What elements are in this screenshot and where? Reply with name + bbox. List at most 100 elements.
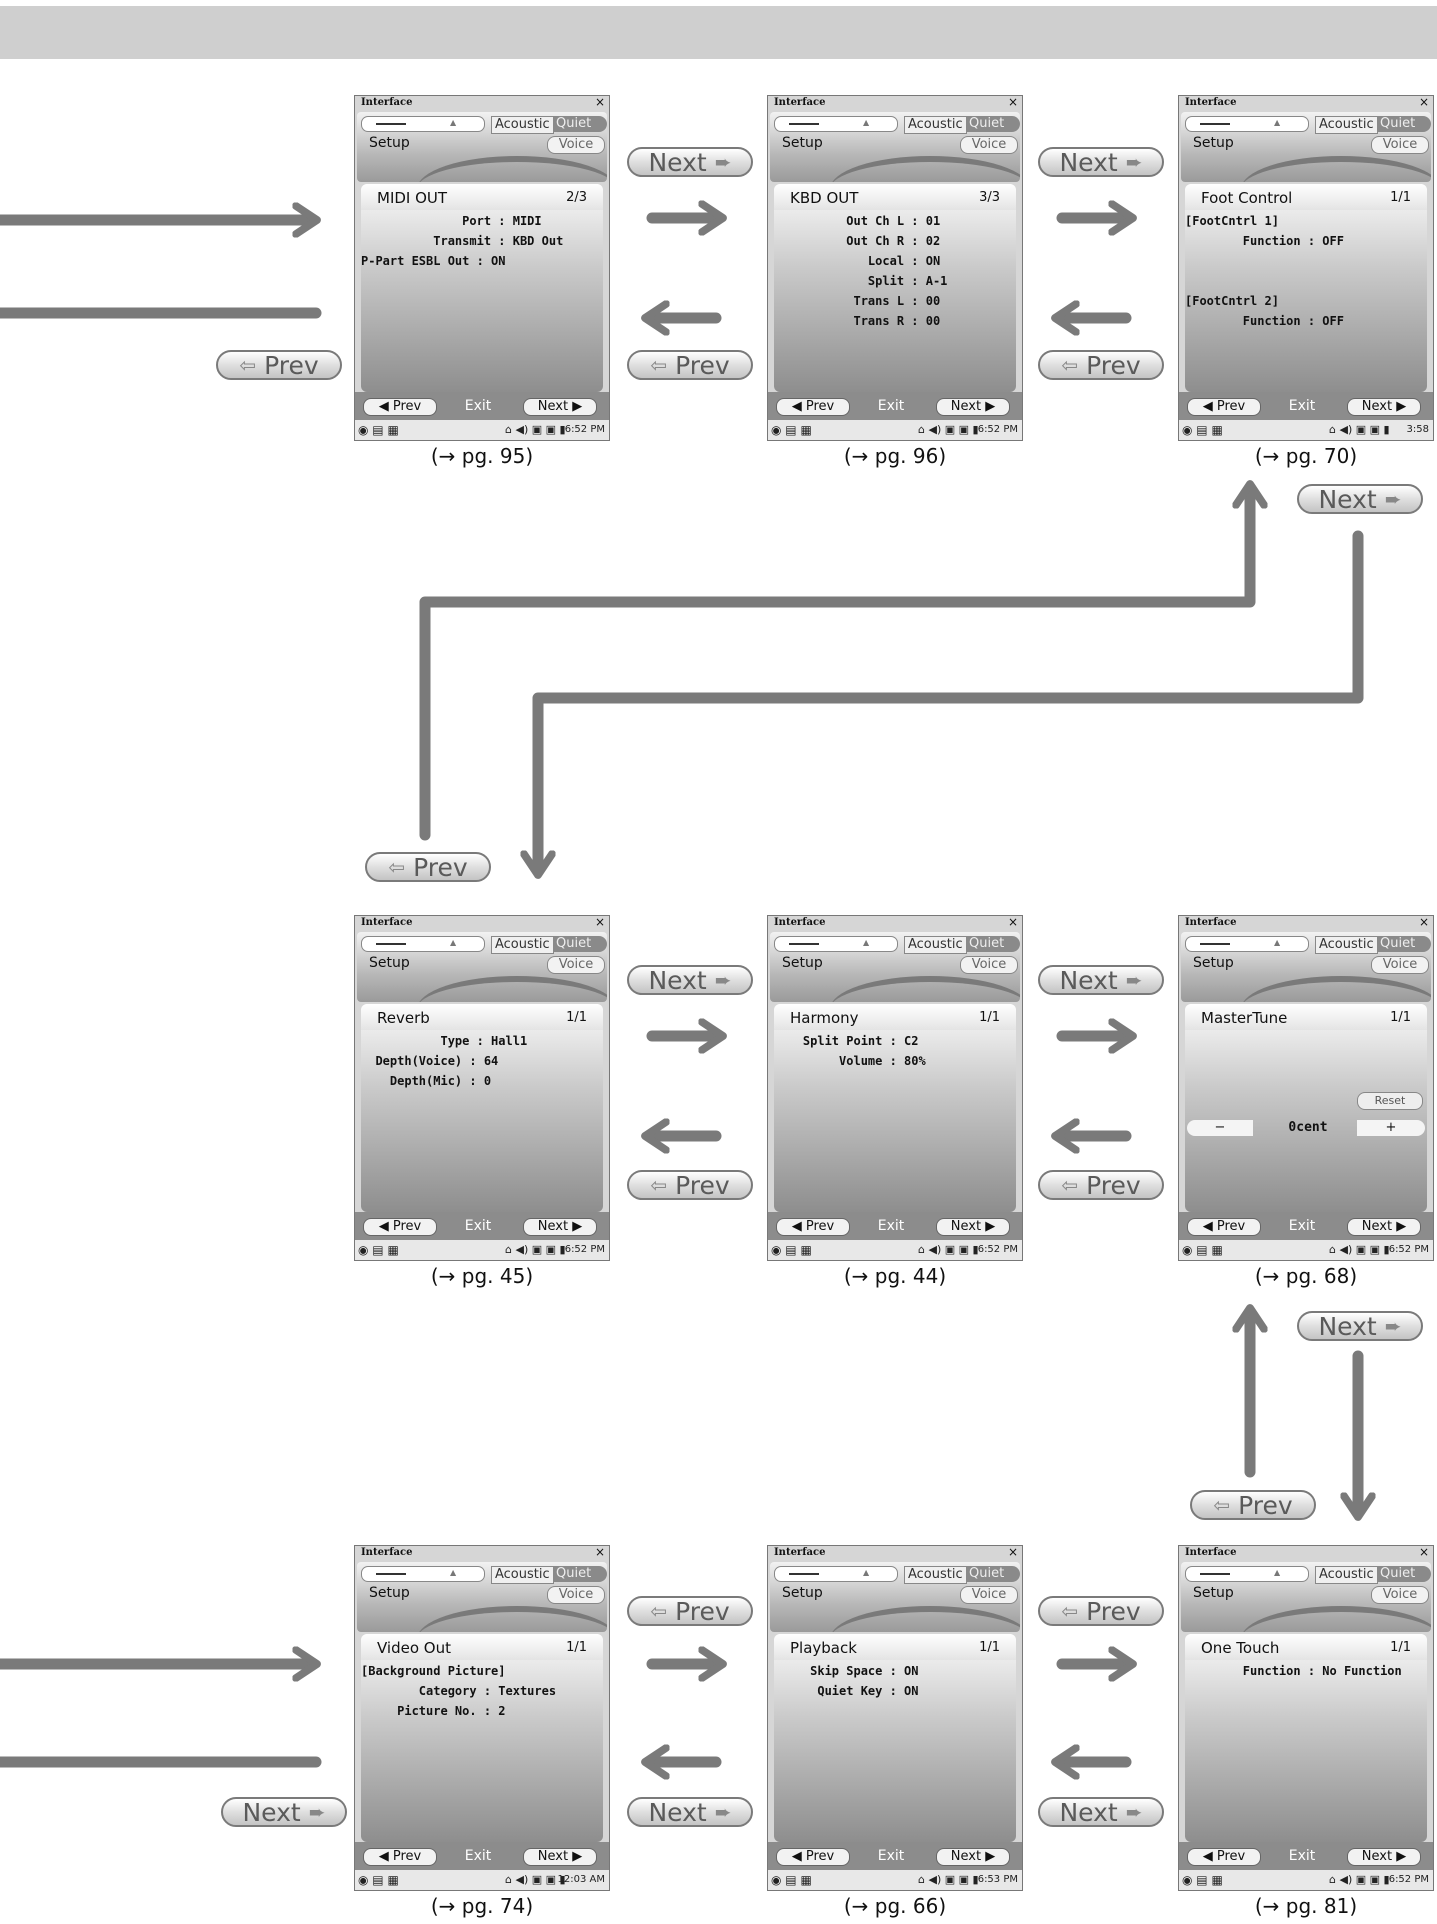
close-icon[interactable]: × [1007,1545,1018,1559]
quiet-button[interactable]: Quiet [966,936,1020,952]
next-button[interactable]: Next ▶ [1347,398,1421,416]
close-icon[interactable]: × [594,915,605,929]
minus-button[interactable]: − [1187,1120,1253,1136]
close-icon[interactable]: × [1007,95,1018,109]
prev-button[interactable]: ◀ Prev [1187,1218,1261,1236]
voice-button[interactable]: Voice [547,956,605,974]
prev-button[interactable]: ◀ Prev [776,1218,850,1236]
next-nav-button[interactable]: Next➨ [627,1797,753,1827]
volume-slider[interactable]: ▲ [361,116,485,132]
volume-slider[interactable]: ▲ [1185,936,1309,952]
prev-button[interactable]: ◀ Prev [776,1848,850,1866]
next-nav-button[interactable]: Next➨ [627,147,753,177]
voice-button[interactable]: Voice [960,956,1018,974]
next-button[interactable]: Next ▶ [523,1848,597,1866]
prev-nav-button[interactable]: ⇦Prev [1038,1170,1164,1200]
exit-button[interactable]: Exit [877,1848,905,1864]
exit-button[interactable]: Exit [877,1218,905,1234]
prev-nav-button[interactable]: ⇦Prev [1038,350,1164,380]
quiet-button[interactable]: Quiet [966,116,1020,132]
quiet-button[interactable]: Quiet [553,1566,607,1582]
start-icon[interactable]: ◉ ▤ ▦ [771,423,812,437]
reset-button[interactable]: Reset [1357,1092,1423,1110]
next-button[interactable]: Next ▶ [936,398,1010,416]
voice-button[interactable]: Voice [547,136,605,154]
voice-button[interactable]: Voice [960,1586,1018,1604]
prev-button[interactable]: ◀ Prev [363,398,437,416]
prev-nav-button[interactable]: ⇦Prev [365,852,491,882]
acoustic-button[interactable]: Acoustic [491,1566,554,1584]
exit-button[interactable]: Exit [464,1848,492,1864]
acoustic-button[interactable]: Acoustic [1315,936,1378,954]
quiet-button[interactable]: Quiet [1377,1566,1431,1582]
exit-button[interactable]: Exit [1288,1848,1316,1864]
voice-button[interactable]: Voice [1371,956,1429,974]
voice-button[interactable]: Voice [547,1586,605,1604]
exit-button[interactable]: Exit [464,398,492,414]
next-button[interactable]: Next ▶ [1347,1848,1421,1866]
exit-button[interactable]: Exit [877,398,905,414]
prev-nav-button[interactable]: ⇦Prev [627,350,753,380]
prev-button[interactable]: ◀ Prev [363,1218,437,1236]
prev-button[interactable]: ◀ Prev [776,398,850,416]
exit-button[interactable]: Exit [1288,1218,1316,1234]
next-nav-button[interactable]: Next➨ [1038,147,1164,177]
acoustic-button[interactable]: Acoustic [904,116,967,134]
next-button[interactable]: Next ▶ [936,1218,1010,1236]
next-button[interactable]: Next ▶ [523,398,597,416]
next-button[interactable]: Next ▶ [1347,1218,1421,1236]
start-icon[interactable]: ◉ ▤ ▦ [358,423,399,437]
acoustic-button[interactable]: Acoustic [491,116,554,134]
acoustic-button[interactable]: Acoustic [491,936,554,954]
next-button[interactable]: Next ▶ [523,1218,597,1236]
start-icon[interactable]: ◉ ▤ ▦ [1182,423,1223,437]
acoustic-button[interactable]: Acoustic [904,936,967,954]
volume-slider[interactable]: ▲ [361,1566,485,1582]
close-icon[interactable]: × [594,1545,605,1559]
prev-button[interactable]: ◀ Prev [1187,398,1261,416]
close-icon[interactable]: × [594,95,605,109]
start-icon[interactable]: ◉ ▤ ▦ [771,1873,812,1887]
close-icon[interactable]: × [1418,95,1429,109]
next-button[interactable]: Next ▶ [936,1848,1010,1866]
start-icon[interactable]: ◉ ▤ ▦ [1182,1873,1223,1887]
volume-slider[interactable]: ▲ [1185,116,1309,132]
quiet-button[interactable]: Quiet [553,116,607,132]
next-nav-button[interactable]: Next➨ [221,1797,347,1827]
quiet-button[interactable]: Quiet [553,936,607,952]
prev-nav-button[interactable]: ⇦Prev [216,350,342,380]
start-icon[interactable]: ◉ ▤ ▦ [358,1873,399,1887]
quiet-button[interactable]: Quiet [1377,936,1431,952]
next-nav-button[interactable]: Next➨ [627,965,753,995]
next-nav-button[interactable]: Next➨ [1297,1311,1423,1341]
volume-slider[interactable]: ▲ [1185,1566,1309,1582]
prev-nav-button[interactable]: ⇦Prev [1038,1596,1164,1626]
volume-slider[interactable]: ▲ [774,116,898,132]
volume-slider[interactable]: ▲ [361,936,485,952]
next-nav-button[interactable]: Next➨ [1038,1797,1164,1827]
close-icon[interactable]: × [1418,915,1429,929]
volume-slider[interactable]: ▲ [774,1566,898,1582]
voice-button[interactable]: Voice [1371,1586,1429,1604]
start-icon[interactable]: ◉ ▤ ▦ [1182,1243,1223,1257]
prev-button[interactable]: ◀ Prev [1187,1848,1261,1866]
prev-nav-button[interactable]: ⇦Prev [1190,1490,1316,1520]
exit-button[interactable]: Exit [1288,398,1316,414]
quiet-button[interactable]: Quiet [966,1566,1020,1582]
acoustic-button[interactable]: Acoustic [904,1566,967,1584]
plus-button[interactable]: + [1357,1120,1425,1136]
close-icon[interactable]: × [1007,915,1018,929]
prev-nav-button[interactable]: ⇦Prev [627,1596,753,1626]
start-icon[interactable]: ◉ ▤ ▦ [358,1243,399,1257]
prev-nav-button[interactable]: ⇦Prev [627,1170,753,1200]
voice-button[interactable]: Voice [960,136,1018,154]
start-icon[interactable]: ◉ ▤ ▦ [771,1243,812,1257]
next-nav-button[interactable]: Next➨ [1038,965,1164,995]
prev-button[interactable]: ◀ Prev [363,1848,437,1866]
close-icon[interactable]: × [1418,1545,1429,1559]
voice-button[interactable]: Voice [1371,136,1429,154]
next-nav-button[interactable]: Next➨ [1297,484,1423,514]
exit-button[interactable]: Exit [464,1218,492,1234]
acoustic-button[interactable]: Acoustic [1315,1566,1378,1584]
acoustic-button[interactable]: Acoustic [1315,116,1378,134]
